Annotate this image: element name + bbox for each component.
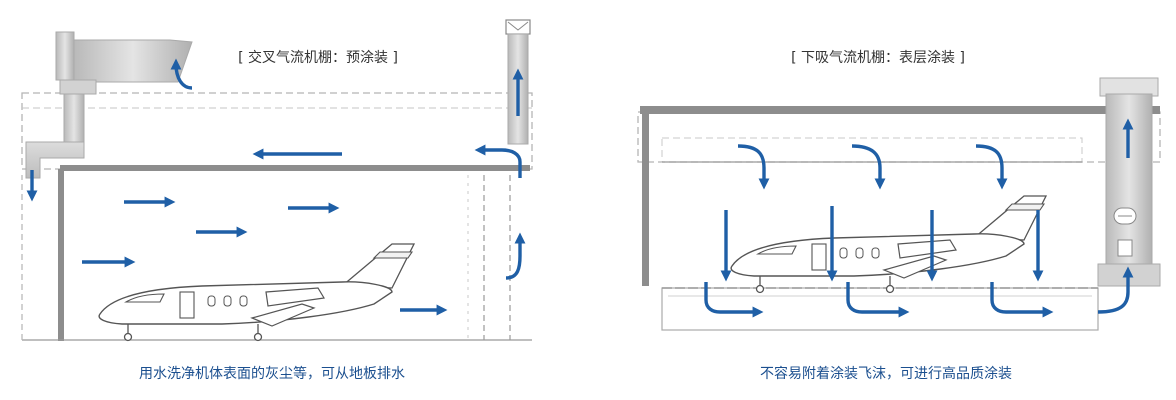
intake-duct <box>25 31 193 179</box>
downdraft-roof-frame <box>637 111 1161 163</box>
crossflow-roof-slab <box>60 165 530 171</box>
crossflow-title: [ 交叉气流机棚：预涂装 ] <box>238 49 398 66</box>
downdraft-hangar: [ 下吸气流机棚：表层涂装 ] 不容易附着涂装飞沫，可进行高品质涂装 <box>637 50 1161 382</box>
exhaust-tower <box>1097 77 1161 287</box>
crossflow-caption: 用水洗净机体表面的灰尘等，可从地板排水 <box>139 365 405 382</box>
crossflow-arrows <box>26 58 526 316</box>
aircraft-left <box>98 243 415 342</box>
crossflow-hangar: [ 交叉气流机棚：预涂装 ] 用水洗净机体表面的灰尘等，可从地板排水 <box>21 19 533 382</box>
downdraft-arrows <box>704 118 1134 318</box>
downdraft-roof-slab <box>640 106 1160 114</box>
floor-pit <box>661 287 1099 331</box>
crossflow-roof-frame <box>21 92 533 170</box>
crossflow-left-wall <box>58 169 64 341</box>
aircraft-right <box>730 195 1047 294</box>
downdraft-left-wall <box>642 114 649 286</box>
downdraft-caption: 不容易附着涂装飞沫，可进行高品质涂装 <box>760 365 1012 382</box>
downdraft-title: [ 下吸气流机棚：表层涂装 ] <box>791 50 965 66</box>
